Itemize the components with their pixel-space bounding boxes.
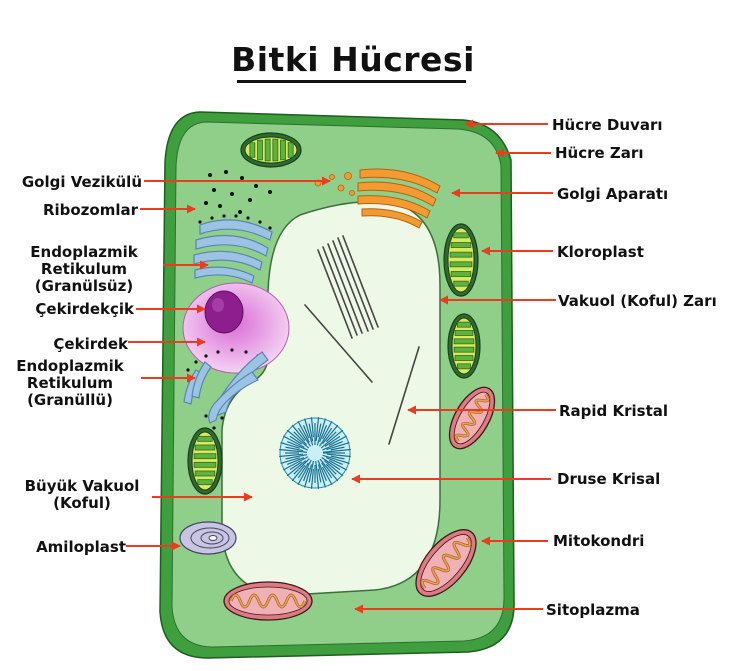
mitochondrion [415, 529, 477, 597]
chloroplast [240, 132, 302, 168]
rough-er [183, 351, 269, 424]
diagram-title: Bitki Hücresi [231, 40, 475, 79]
amyloplast [179, 521, 237, 555]
label-mitochondria: Mitokondri [553, 532, 645, 550]
label-cytoplasm: Sitoplazma [546, 601, 640, 619]
label-large-vacuole: Büyük Vakuol (Koful) [24, 477, 140, 512]
label-cell-membrane: Hücre Zarı [555, 144, 644, 162]
label-vacuole-membrane: Vakuol (Koful) Zarı [558, 292, 717, 310]
label-nucleolus: Çekirdekçik [35, 300, 134, 318]
chloroplast [187, 427, 223, 495]
label-raphide-crystal: Rapid Kristal [559, 402, 669, 420]
raphide-crystal-bundle [304, 235, 420, 445]
chloroplast [447, 313, 481, 379]
label-nucleus: Çekirdek [53, 335, 128, 353]
label-druse-crystal: Druse Krisal [557, 470, 661, 488]
title-underline [237, 80, 466, 83]
label-cell-wall: Hücre Duvarı [552, 116, 663, 134]
mitochondrion [223, 581, 313, 621]
label-golgi-apparatus: Golgi Aparatı [557, 185, 669, 203]
label-er-smooth: Endoplazmik Retikulum (Granülsüz) [30, 243, 138, 295]
label-amyloplast: Amiloplast [36, 538, 126, 556]
label-ribosomes: Ribozomlar [42, 201, 138, 219]
golgi-apparatus [357, 168, 441, 229]
druse-crystal [279, 417, 351, 489]
smooth-er [193, 219, 273, 284]
chloroplast [443, 223, 479, 297]
label-golgi-vesicle: Golgi Vezikülü [21, 173, 142, 191]
label-chloroplast: Kloroplast [557, 243, 644, 261]
raphide-crystal-needle [304, 304, 373, 383]
raphide-crystal-needle-2 [388, 346, 420, 445]
ribosomes [204, 170, 272, 214]
label-er-rough: Endoplazmik Retikulum (Granüllü) [16, 357, 124, 409]
mitochondrion [448, 386, 496, 450]
nucleolus [204, 290, 244, 334]
